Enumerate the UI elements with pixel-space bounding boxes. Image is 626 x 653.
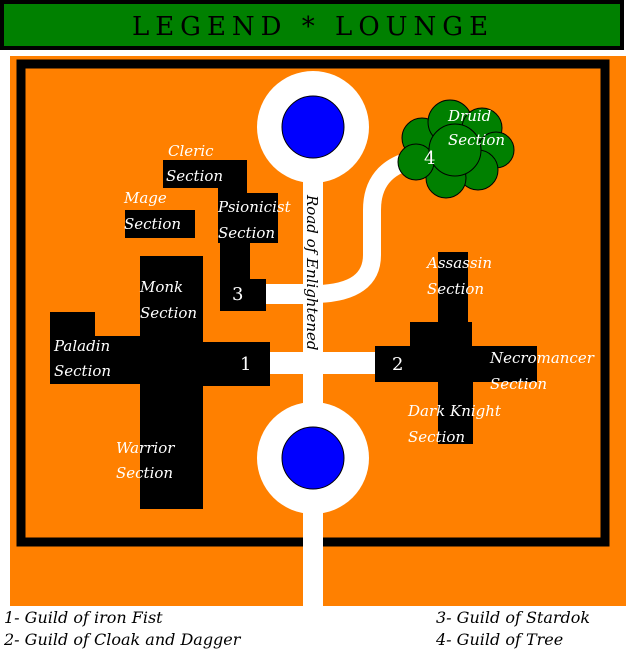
cleric-label: Cleric: [168, 142, 214, 160]
warrior-section-label: Section: [116, 464, 173, 482]
legend-guild-2: 2- Guild of Cloak and Dagger: [4, 630, 241, 649]
assassin-label: Assassin: [425, 254, 492, 272]
warrior-label: Warrior: [116, 439, 175, 457]
guild-number-1: 1: [240, 354, 251, 375]
psionicist-section-label: Section: [218, 224, 275, 242]
druid-section-label: Section: [448, 131, 505, 149]
assassin-section-label: Section: [427, 280, 484, 298]
psionicist-label: Psionicist: [217, 198, 292, 216]
road-label: Road of Enlightened: [303, 194, 321, 351]
north-fountain-water-icon: [281, 95, 345, 159]
road-to-guild-3: [264, 284, 308, 304]
paladin-section-label: Section: [54, 362, 111, 380]
legend-guild-4: 4- Guild of Tree: [436, 630, 564, 649]
necromancer-label: Necromancer: [489, 349, 595, 367]
mage-section-label: Section: [124, 215, 181, 233]
druid-label: Druid: [447, 107, 491, 125]
south-fountain-water-icon: [281, 426, 345, 490]
necromancer-section-label: Section: [490, 375, 547, 393]
druid-tree-icon: [397, 99, 515, 199]
guild-number-2: 2: [392, 354, 403, 375]
guild-3-building: [125, 160, 278, 311]
legend-guild-3: 3- Guild of Stardok: [436, 608, 591, 627]
legend-guild-1: 1- Guild of iron Fist: [4, 608, 163, 627]
paladin-label: Paladin: [53, 337, 110, 355]
monk-section-label: Section: [140, 304, 197, 322]
guild-1-building: [50, 256, 270, 509]
monk-label: Monk: [139, 278, 183, 296]
title-text: LEGEND * LOUNGE: [132, 12, 494, 42]
dark-knight-section-label: Section: [408, 428, 465, 446]
mage-label: Mage: [123, 189, 167, 207]
road-to-druid: [317, 151, 415, 303]
guild-number-3: 3: [232, 284, 243, 305]
guild-number-4: 4: [424, 148, 435, 169]
dark-knight-label: Dark Knight: [407, 402, 502, 420]
title-banner: [0, 0, 624, 50]
cross-road: [270, 352, 375, 374]
guild-2-building: [375, 252, 537, 444]
cleric-section-label: Section: [166, 167, 223, 185]
